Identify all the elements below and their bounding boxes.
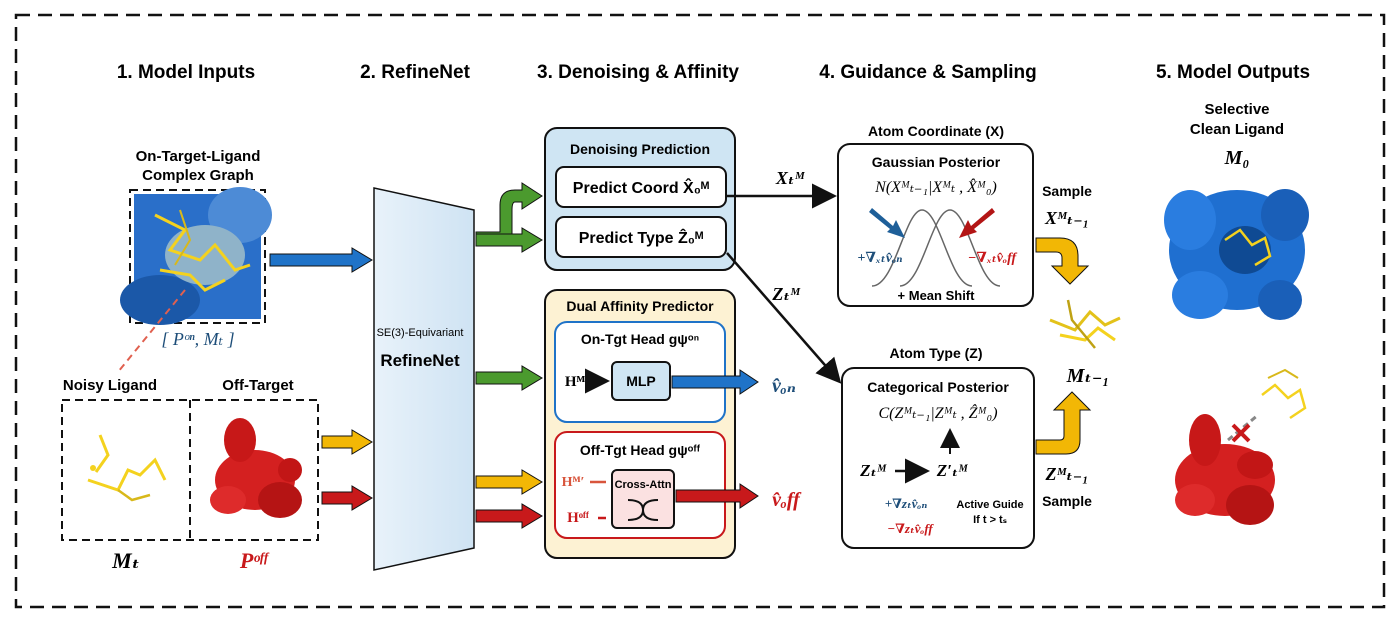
off-target-title: Off-Target [222, 377, 293, 394]
refinenet-to-coord-arrow [475, 182, 543, 245]
off-target-protein-image [210, 418, 302, 518]
predict-type-label: Predict Type Ẑ₀ᴹ [579, 228, 704, 247]
stage-2-title: 2. RefineNet [360, 62, 470, 83]
outer-frame [14, 13, 1386, 609]
type-grad-off: −∇zₜv̂ₒff [887, 521, 934, 536]
offtarget-to-refinenet-arrow [321, 485, 373, 511]
on-output-arrow [671, 369, 759, 395]
mlp-label: MLP [626, 373, 656, 389]
output-title-line1: Selective [1204, 101, 1269, 118]
gaussian-title: Gaussian Posterior [872, 154, 1001, 170]
sample-bottom-label: Sample [1042, 493, 1092, 509]
coord-grad-on: +∇ₓₜv̂ₒₙ [857, 251, 902, 266]
on-target-head-label: On-Tgt Head gψᵒⁿ [581, 331, 699, 347]
refinenet-to-off-head-off-arrow [475, 503, 543, 529]
refinenet-subtitle: SE(3)-Equivariant [377, 327, 464, 339]
active-guide-label: Active Guide [956, 499, 1023, 511]
off-head-input-off: Hᵒᶠᶠ [567, 510, 589, 526]
rejection-dashed-arrow [1227, 413, 1259, 442]
cross-attn-icon [627, 499, 659, 521]
predict-coord-label: Predict Coord X̂₀ᴹ [573, 177, 709, 197]
sample-top-arrow [1035, 237, 1090, 285]
noisy-ligand-title: Noisy Ligand [63, 377, 157, 394]
complex-title-line2: Complex Graph [142, 167, 254, 184]
on-guidance-arrow [869, 208, 905, 238]
on-head-input: Hᴹ [565, 374, 586, 390]
sample-top-label: Sample [1042, 183, 1092, 199]
stage-4-title: 4. Guidance & Sampling [819, 62, 1037, 83]
rejected-ligand-image [1261, 368, 1307, 420]
mlp-box [611, 361, 671, 401]
gaussian-curve-right [899, 209, 1001, 287]
noisy-ligand-label: Mₜ [111, 548, 140, 573]
categorical-formula: C(Zᴹₜ₋₁|Zᴹₜ , Ẑᴹ₀) [878, 403, 997, 422]
off-target-head-label: Off-Tgt Head gψᵒᶠᶠ [580, 442, 701, 458]
predict-type-box [555, 216, 727, 258]
rejection-cross-icon [1231, 423, 1251, 443]
off-guidance-arrow [959, 208, 995, 238]
z-from-label: Zₜᴹ [859, 461, 887, 480]
gaussian-curve-left [871, 209, 973, 287]
z-to-label: Z′ₜᴹ [936, 461, 968, 480]
on-affinity-output: v̂ₒₙ [772, 375, 796, 397]
sample-bottom-arrow [1035, 391, 1092, 455]
coord-grad-off: −∇ₓₜv̂ₒff [968, 251, 1018, 266]
refinenet-to-on-head-arrow [475, 365, 543, 391]
x-next-label: Xᴹₜ₋₁ [1044, 208, 1089, 228]
active-guide-condition: If t > tₛ [973, 514, 1007, 526]
off-target-protein-output-image [1175, 414, 1275, 525]
stage-3-title: 3. Denoising & Affinity [537, 62, 739, 83]
type-grad-on: +∇zₜv̂ₒₙ [885, 496, 928, 511]
complex-graph-image [120, 187, 272, 325]
refinenet-to-type-arrow [475, 227, 543, 253]
xt-label: Xₜᴹ [775, 168, 806, 188]
cross-attn-box [611, 469, 675, 529]
zt-label: Zₜᴹ [771, 284, 801, 304]
complex-label: [ Pᵒⁿ, Mₜ ] [161, 329, 234, 349]
refinenet-title: RefineNet [380, 351, 460, 370]
m0-label: M₀ [1224, 147, 1250, 169]
z-next-label: Zᴹₜ₋₁ [1044, 464, 1088, 484]
off-affinity-output: v̂ₒff [772, 489, 802, 511]
off-head-input-m: Hᴹ′ [562, 475, 585, 490]
m-next-label: Mₜ₋₁ [1066, 365, 1110, 387]
mean-shift-label: + Mean Shift [898, 288, 976, 303]
on-target-protein-output-image [1164, 189, 1309, 320]
cross-attn-label: Cross-Attn [615, 479, 672, 491]
off-output-arrow [675, 483, 759, 509]
complex-title-line1: On-Target-Ligand [136, 148, 261, 165]
type-to-guidance-arrow [726, 252, 842, 384]
stage-5-title: 5. Model Outputs [1156, 62, 1310, 83]
refinenet-to-off-head-m-arrow [475, 469, 543, 495]
stage-1-title: 1. Model Inputs [117, 62, 255, 83]
categorical-title: Categorical Posterior [867, 379, 1009, 395]
categorical-posterior-box [841, 367, 1035, 549]
predict-coord-box [555, 166, 727, 208]
refinenet-block [373, 187, 475, 571]
output-title-line2: Clean Ligand [1190, 121, 1284, 138]
type-section-title: Atom Type (Z) [889, 345, 982, 361]
affinity-title: Dual Affinity Predictor [566, 298, 714, 314]
input-box [61, 399, 319, 541]
link-line [117, 289, 186, 373]
denoising-title: Denoising Prediction [570, 141, 710, 157]
complex-to-refinenet-arrow [269, 247, 373, 273]
off-target-label: Pᵒᶠᶠ [239, 548, 270, 573]
gaussian-formula: N(Xᴹₜ₋₁|Xᴹₜ , X̂ᴹ₀) [874, 177, 997, 196]
ligand-mt1-image [1049, 299, 1121, 349]
noisy-ligand-image [87, 434, 167, 502]
coord-section-title: Atom Coordinate (X) [868, 123, 1004, 139]
noisy-to-refinenet-arrow [321, 429, 373, 455]
